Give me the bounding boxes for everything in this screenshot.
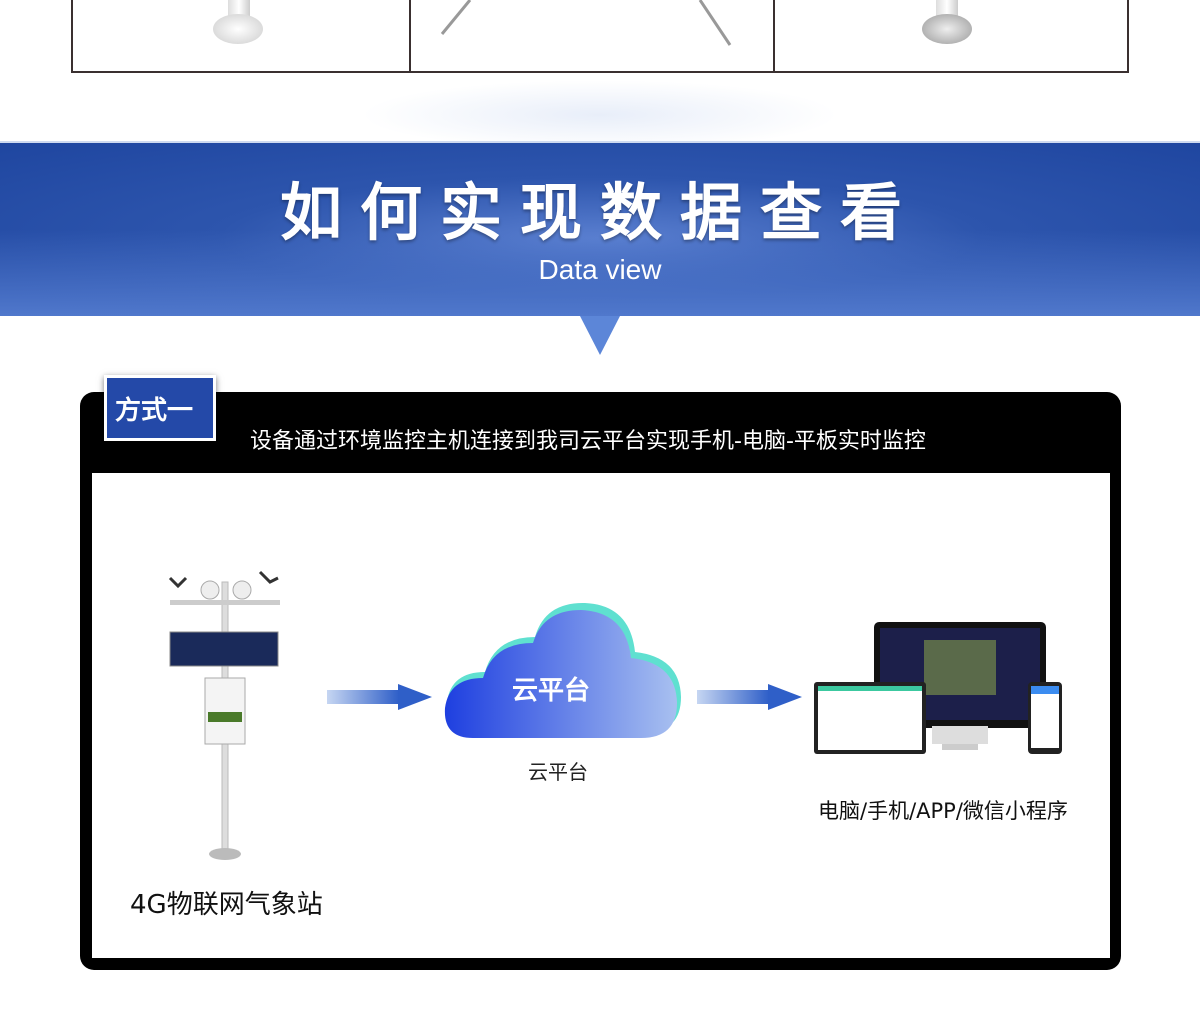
section-title: 如何实现数据查看 — [279, 176, 920, 249]
arrow-head-icon — [768, 684, 802, 710]
arrow-head-icon — [398, 684, 432, 710]
glow — [360, 80, 840, 150]
table-divider — [409, 0, 411, 73]
weather-station-image — [168, 570, 280, 860]
tripod-image — [440, 0, 732, 46]
table-divider — [773, 0, 775, 73]
section-subtitle: Data view — [538, 254, 662, 285]
arrow-to-cloud — [327, 690, 399, 704]
arrow-to-devices — [697, 690, 769, 704]
devices-label: 电脑/手机/APP/微信小程序 — [818, 799, 1068, 823]
cloud-label: 云平台 — [512, 676, 591, 706]
pole-base-image — [922, 14, 972, 44]
devices-image — [814, 622, 1062, 754]
cloud-icon — [444, 602, 681, 738]
product-image-table — [71, 0, 1129, 73]
method-description: 设备通过环境监控主机连接到我司云平台实现手机-电脑-平板实时监控 — [250, 429, 926, 454]
pointer-triangle — [580, 316, 620, 355]
banner-fade — [0, 230, 1200, 316]
station-label: 4G物联网气象站 — [130, 890, 323, 920]
method-badge: 方式一 — [104, 375, 216, 441]
pole-base-image — [213, 14, 263, 44]
cloud-caption: 云平台 — [528, 760, 588, 784]
